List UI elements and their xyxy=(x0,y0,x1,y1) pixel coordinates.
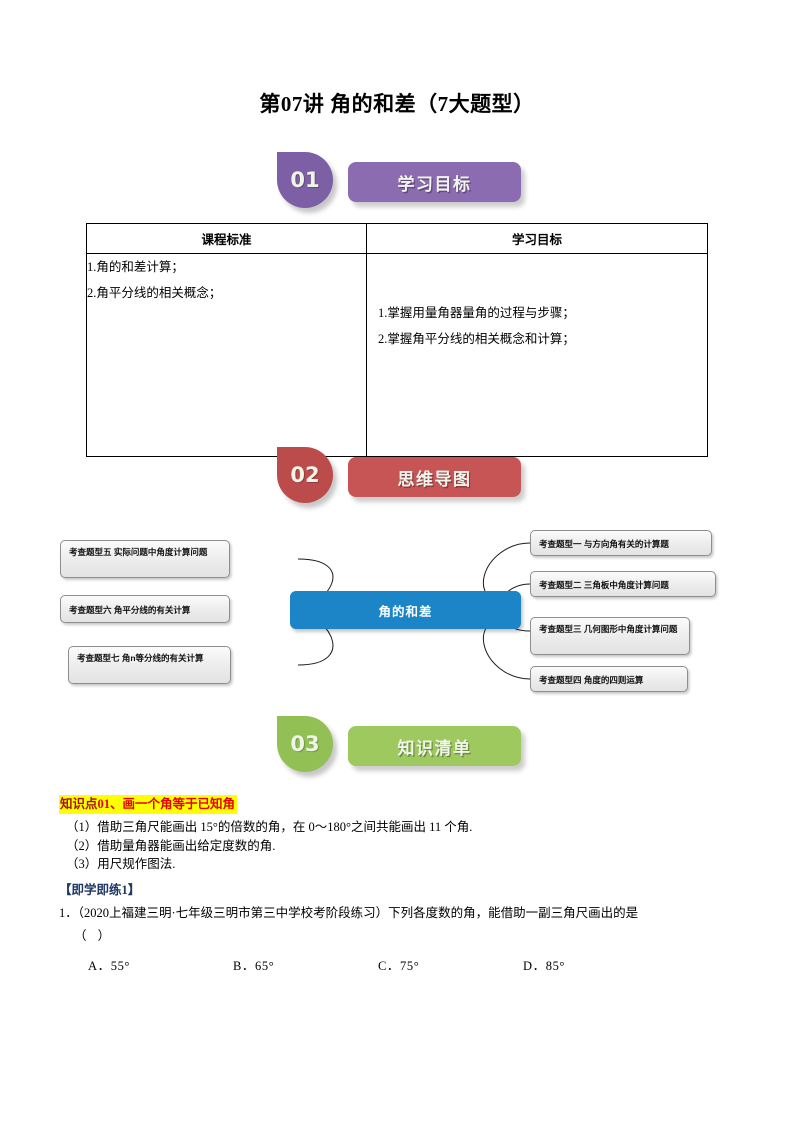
table-header-goal: 学习目标 xyxy=(366,223,708,254)
mindmap-center-node[interactable]: 角的和差 xyxy=(290,591,521,629)
goal-item-1: 1.掌握用量角器量角的过程与步骤； xyxy=(378,306,575,320)
section-label-01: 学习目标 xyxy=(348,162,521,202)
page-title: 第07讲 角的和差（7大题型） xyxy=(259,92,535,116)
section-number-03: 03 xyxy=(277,716,333,772)
standard-item-2: 2.角平分线的相关概念； xyxy=(87,286,222,300)
question-stem: 1．（2020上福建三明·七年级三明市第三中学校考阶段练习）下列各度数的角，能借… xyxy=(59,906,639,920)
knowledge-point-title: 01、画一个角等于已知角 xyxy=(97,797,236,811)
standard-item-1: 1.角的和差计算； xyxy=(87,260,184,274)
mindmap-node-left-1[interactable]: 考查题型五 实际问题中角度计算问题 xyxy=(60,540,230,578)
knowledge-point-heading: 知识点01、画一个角等于已知角 xyxy=(59,795,238,814)
mindmap-node-right-4[interactable]: 考查题型四 角度的四则运算 xyxy=(530,666,688,692)
objectives-table: 课程标准 学习目标 1.角的和差计算； 2.角平分线的相关概念； 1.掌握用量角… xyxy=(86,223,708,457)
table-cell-goal: 1.掌握用量角器量角的过程与步骤； 2.掌握角平分线的相关概念和计算； xyxy=(366,253,708,457)
section-badge-01: 01 学习目标 xyxy=(0,152,794,214)
table-row: 1.角的和差计算； 2.角平分线的相关概念； 1.掌握用量角器量角的过程与步骤；… xyxy=(86,253,708,457)
knowledge-item-1: （1）借助三角尺能画出 15°的倍数的角，在 0～180°之间共能画出 11 个… xyxy=(66,820,473,834)
knowledge-item-3: （3）用尺规作图法. xyxy=(66,857,176,871)
mindmap-node-left-2[interactable]: 考查题型六 角平分线的有关计算 xyxy=(60,595,230,623)
knowledge-item-list: （1）借助三角尺能画出 15°的倍数的角，在 0～180°之间共能画出 11 个… xyxy=(66,818,726,874)
option-d[interactable]: D．85° xyxy=(523,959,566,973)
question-options: A．55° B．65° C．75° D．85° xyxy=(88,955,708,974)
section-label-02: 思维导图 xyxy=(348,457,521,497)
option-b[interactable]: B．65° xyxy=(233,959,275,973)
section-number-01: 01 xyxy=(277,152,333,208)
knowledge-item-2: （2）借助量角器能画出给定度数的角. xyxy=(66,838,276,853)
knowledge-point-prefix: 知识点 xyxy=(60,797,98,811)
question-answer-blank: （ ） xyxy=(74,929,115,943)
section-number-02: 02 xyxy=(277,447,333,503)
table-header-row: 课程标准 学习目标 xyxy=(86,223,708,254)
option-c[interactable]: C．75° xyxy=(378,959,420,973)
mindmap-node-right-1[interactable]: 考查题型一 与方向角有关的计算题 xyxy=(530,530,712,556)
mindmap-node-left-3[interactable]: 考查题型七 角n等分线的有关计算 xyxy=(68,646,231,684)
table-cell-standard: 1.角的和差计算； 2.角平分线的相关概念； xyxy=(86,253,367,457)
mindmap-node-right-2[interactable]: 考查题型二 三角板中角度计算问题 xyxy=(530,571,716,597)
practice-label: 【即学即练1】 xyxy=(59,883,141,897)
option-a[interactable]: A．55° xyxy=(88,959,131,973)
mindmap-node-right-3[interactable]: 考查题型三 几何图形中角度计算问题 xyxy=(530,617,690,655)
table-header-standard: 课程标准 xyxy=(86,223,367,254)
section-badge-03: 03 知识清单 xyxy=(0,716,794,778)
goal-item-2: 2.掌握角平分线的相关概念和计算； xyxy=(378,332,575,346)
section-badge-02: 02 思维导图 xyxy=(0,447,794,509)
section-label-03: 知识清单 xyxy=(348,726,521,766)
mindmap-diagram: 考查题型五 实际问题中角度计算问题 考查题型六 角平分线的有关计算 考查题型七 … xyxy=(60,513,734,705)
